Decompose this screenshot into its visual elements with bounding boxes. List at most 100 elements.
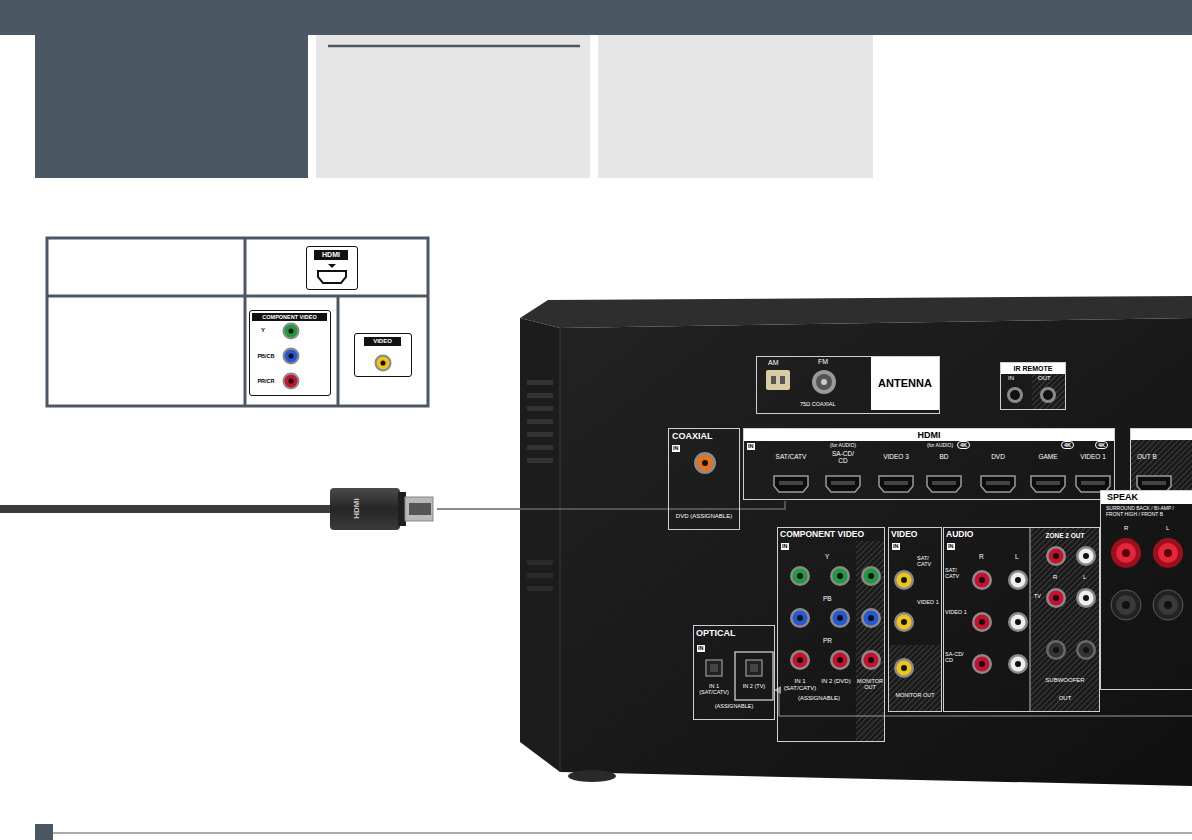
connector-table — [337, 296, 340, 406]
video-jacks — [894, 658, 914, 678]
audio-jacks — [972, 654, 992, 674]
audio-jacks — [972, 570, 992, 590]
optical-ports — [735, 652, 773, 700]
receiver-body — [527, 573, 553, 578]
port-label: IN 1 (SAT/CATV) — [781, 678, 819, 692]
port-label: IN 2 (DVD) — [821, 678, 851, 685]
receiver-body — [560, 318, 1192, 786]
component-video-jacks — [790, 566, 881, 670]
ir-remote-jacks — [1040, 387, 1056, 403]
section-heading: AUDIO — [946, 530, 973, 540]
audio-jacks — [1008, 654, 1028, 674]
jack-label: PB/CB — [251, 353, 281, 359]
section-heading: OPTICAL — [696, 628, 736, 638]
section-heading: ZONE 2 OUT — [1033, 532, 1097, 539]
receiver-body — [527, 380, 553, 385]
antenna-terminals — [816, 374, 832, 390]
video-icon-jack — [375, 355, 392, 372]
component-icon-jacks — [283, 323, 300, 390]
ir-remote-panel: IR REMOTEINOUT — [1000, 362, 1066, 410]
audio-jacks — [972, 546, 1096, 674]
port-label: GAME — [1028, 453, 1068, 460]
component-video-jacks — [790, 566, 810, 586]
audio-jacks — [972, 612, 992, 632]
connector-table — [47, 238, 428, 406]
component-icon-jacks — [283, 373, 300, 390]
hdmi-ports — [879, 476, 913, 492]
antenna-panel: AM FM 75Ω COAXIAL ANTENNA — [756, 356, 940, 414]
port-label: SURROUND BACK / BI-AMP / FRONT HIGH / FR… — [1106, 506, 1190, 518]
receiver-body — [527, 586, 553, 591]
speaker-terminals — [1111, 538, 1141, 568]
hatched-output-areas — [889, 645, 941, 711]
port-label: 75Ω COAXIAL — [800, 401, 836, 407]
page-header — [0, 0, 1192, 35]
section-heading: SPEAK — [1101, 491, 1192, 504]
component-video-jacks — [861, 608, 881, 628]
hdmi-ports — [774, 476, 808, 492]
port-label: (for AUDIO) — [922, 443, 958, 449]
video-icon-jack — [375, 355, 392, 372]
port-label: IN — [1008, 375, 1014, 382]
coaxial-panel: COAXIALINDVD (ASSIGNABLE) — [668, 428, 740, 530]
audio-jacks — [1046, 546, 1066, 566]
audio-jacks — [1046, 640, 1066, 660]
port-label: FM — [818, 358, 828, 366]
section-heading: HDMI — [744, 429, 1114, 441]
video-panel: VIDEOINSAT/ CATVVIDEO 1MONITOR OUT — [888, 527, 942, 712]
antenna-label: ANTENNA — [871, 357, 939, 410]
section-heading: COAXIAL — [672, 431, 713, 441]
optical-ports — [710, 664, 718, 672]
port-label: MONITOR OUT — [890, 692, 940, 698]
uhd-badge: 4K — [1095, 441, 1108, 449]
cable-label: HDMI — [352, 498, 361, 518]
connector-table — [244, 238, 247, 406]
optical-leader — [779, 690, 1192, 716]
port-label: L — [1083, 574, 1086, 581]
ir-remote-jacks — [1007, 387, 1023, 403]
optical-panel: OPTICALININ 1 (SAT/CATV)IN 2 (TV)(ASSIGN… — [693, 625, 775, 720]
in-tag: IN — [672, 445, 680, 452]
audio-jacks — [1076, 588, 1096, 608]
component-video-jacks — [830, 608, 850, 628]
hdmi-cable — [405, 497, 433, 521]
port-label: VIDEO 1 — [917, 599, 940, 605]
audio-jacks — [1046, 588, 1066, 608]
connector-table — [47, 238, 428, 406]
page-header — [0, 0, 1192, 178]
section-heading: COMPONENT VIDEO — [780, 530, 864, 540]
port-label: AM — [768, 359, 779, 367]
hatched-output-areas — [1030, 528, 1031, 711]
video-jacks — [894, 612, 914, 632]
hdmi-ports — [927, 476, 961, 492]
page-footer — [35, 824, 1192, 840]
icon-label: VIDEO — [364, 337, 401, 346]
receiver-body — [520, 318, 560, 772]
coaxial-jack — [694, 452, 716, 474]
receiver-body — [527, 458, 553, 463]
hdmi-cable — [330, 488, 400, 530]
antenna-terminals — [780, 376, 785, 384]
port-label: IN 2 (TV) — [737, 683, 771, 689]
page-footer — [53, 833, 1192, 834]
antenna-terminals — [821, 379, 827, 385]
port-label: SAT/ CATV — [917, 555, 940, 568]
port-label: SAT/CATV — [769, 453, 813, 460]
video-jacks — [894, 570, 914, 590]
component-video-jacks — [861, 650, 881, 670]
hdmi-icon: HDMI — [306, 246, 358, 290]
coaxial-jack — [694, 452, 716, 474]
hdmi-cable — [437, 501, 785, 509]
port-label: PR — [823, 637, 832, 644]
hdmi-ports — [981, 476, 1015, 492]
component-icon-jacks — [283, 323, 300, 340]
port-label: VIDEO 1 — [1073, 453, 1113, 460]
hdmi-ports — [826, 476, 860, 492]
in-tag: IN — [747, 443, 755, 450]
port-label: (ASSIGNABLE) — [789, 695, 849, 702]
audio-panel: AUDIOINRLSAT/ CATVVIDEO 1SA-CD/ CDZONE 2… — [943, 527, 1100, 712]
receiver-body — [527, 432, 553, 437]
video-icon: VIDEO — [354, 333, 412, 377]
